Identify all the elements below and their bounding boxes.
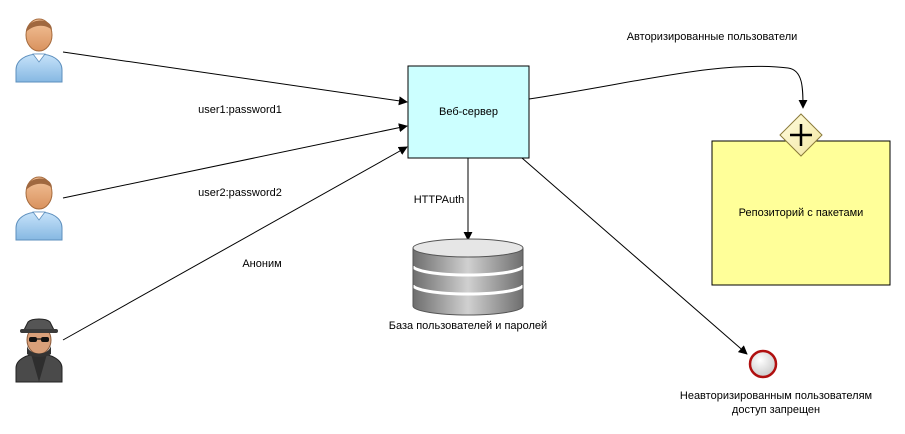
end-event-icon[interactable] (748, 349, 778, 379)
edge-webserver-to-denied[interactable] (521, 157, 748, 355)
web-server-label: Веб-сервер (439, 106, 498, 118)
edges (62, 51, 808, 355)
parallel-gateway-icon[interactable] (779, 113, 823, 157)
edge-label-authorized: Авторизированные пользователи (626, 31, 798, 43)
denied-label-line1: Неавторизированным пользователям (679, 390, 873, 402)
database-icon (411, 238, 525, 316)
repository-label: Репозиторий с пакетами (738, 207, 864, 219)
edge-user2-to-webserver[interactable] (62, 123, 408, 199)
web-server-box[interactable] (407, 65, 530, 159)
edge-label-httpauth: HTTPAuth (413, 194, 465, 206)
denied-label-line2: доступ запрещен (731, 404, 821, 416)
edge-label-user1: user1:password1 (198, 104, 282, 116)
database-label: База пользователей и паролей (388, 320, 548, 332)
edge-webserver-to-repository[interactable] (528, 65, 808, 109)
edge-anon-to-webserver[interactable] (62, 146, 408, 341)
edge-user1-to-webserver[interactable] (62, 51, 408, 106)
edge-label-user2: user2:password2 (198, 187, 282, 199)
user-icon (15, 176, 63, 241)
user-icon (15, 18, 63, 83)
anonymous-user-icon (15, 318, 63, 383)
repository-box[interactable] (711, 140, 891, 286)
edge-label-anon: Аноним (242, 258, 282, 270)
